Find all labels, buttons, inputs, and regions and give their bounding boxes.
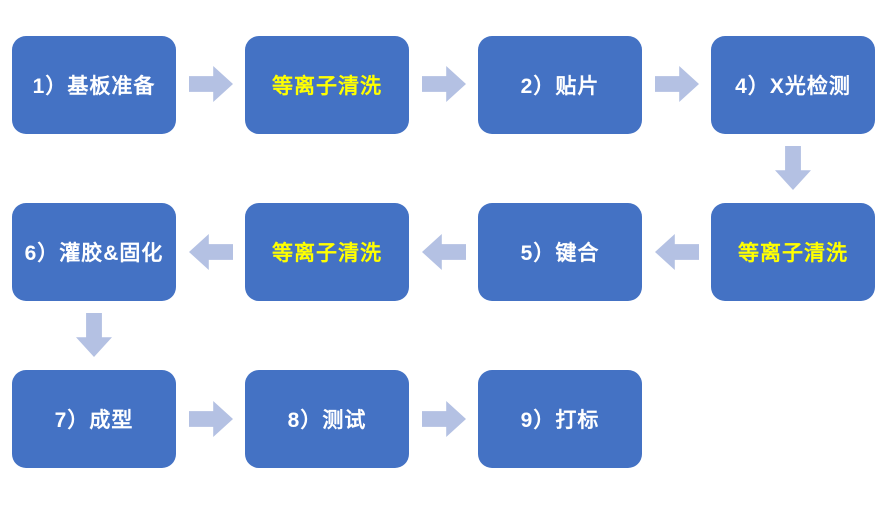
arrow-left-icon	[655, 234, 699, 270]
flow-node-substrate-prep: 1）基板准备	[12, 36, 176, 134]
flow-node-label: 8）测试	[287, 409, 367, 432]
flow-node-molding: 7）成型	[12, 370, 176, 468]
arrow-right-icon	[189, 66, 233, 102]
arrow-right-icon	[422, 401, 466, 437]
flow-node-plasma-clean-1: 等离子清洗	[245, 36, 409, 134]
flow-node-label: 1）基板准备	[32, 75, 156, 98]
flow-node-label: 5）键合	[520, 242, 600, 265]
flow-node-label: 等离子清洗	[272, 75, 382, 98]
flow-node-plasma-clean-2: 等离子清洗	[711, 203, 875, 301]
flow-node-label: 等离子清洗	[738, 242, 848, 265]
arrow-down-icon	[775, 146, 811, 190]
flow-node-label: 6）灌胶&固化	[24, 242, 164, 265]
flow-node-bonding: 5）键合	[478, 203, 642, 301]
flow-node-potting-curing: 6）灌胶&固化	[12, 203, 176, 301]
flow-node-plasma-clean-3: 等离子清洗	[245, 203, 409, 301]
flow-node-label: 2）贴片	[520, 75, 600, 98]
flow-node-xray-inspection: 4）X光检测	[711, 36, 875, 134]
arrow-right-icon	[189, 401, 233, 437]
flow-node-label: 4）X光检测	[735, 75, 851, 98]
arrow-down-icon	[76, 313, 112, 357]
flow-node-label: 9）打标	[520, 409, 600, 432]
flow-node-label: 7）成型	[54, 409, 134, 432]
arrow-right-icon	[422, 66, 466, 102]
flow-node-chip-mount: 2）贴片	[478, 36, 642, 134]
arrow-left-icon	[189, 234, 233, 270]
flow-node-testing: 8）测试	[245, 370, 409, 468]
flow-node-marking: 9）打标	[478, 370, 642, 468]
flow-node-label: 等离子清洗	[272, 242, 382, 265]
arrow-right-icon	[655, 66, 699, 102]
arrow-left-icon	[422, 234, 466, 270]
